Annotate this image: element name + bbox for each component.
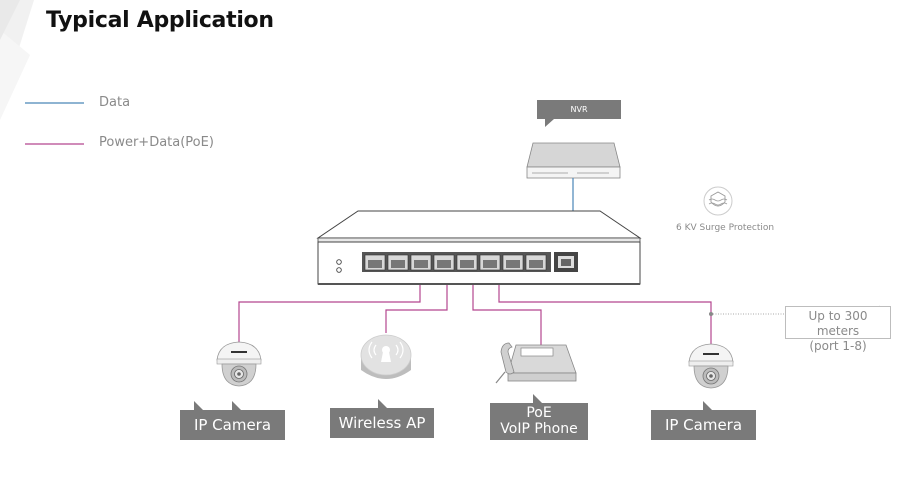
voip-phone-label: PoE VoIP Phone xyxy=(490,394,588,440)
nvr-device xyxy=(526,142,621,179)
poe-link-camera-left xyxy=(238,285,421,343)
ip-camera-right-icon xyxy=(688,343,734,389)
ip-camera-left-text: IP Camera xyxy=(193,416,272,434)
port-socket xyxy=(368,260,382,268)
led-icon xyxy=(336,267,342,273)
legend-poe-label: Power+Data(PoE) xyxy=(99,135,214,150)
wireless-ap-label: Wireless AP xyxy=(330,399,434,438)
distance-note: Up to 300 meters (port 1-8) xyxy=(785,306,891,353)
led-icon xyxy=(336,259,342,265)
poe-link-voip-phone xyxy=(472,285,542,345)
port-socket xyxy=(414,260,428,268)
poe-link-wireless-ap xyxy=(385,285,448,333)
wireless-ap-text: Wireless AP xyxy=(338,414,426,432)
port-socket xyxy=(391,260,405,268)
page-title: Typical Application xyxy=(46,8,274,33)
nvr-label: NVR xyxy=(537,100,621,127)
legend-data-label: Data xyxy=(99,95,131,110)
callout-pointer xyxy=(703,401,712,410)
port-socket xyxy=(437,260,451,268)
ip-camera-right-label: IP Camera xyxy=(651,401,756,440)
port-socket xyxy=(506,260,520,268)
callout-pointer xyxy=(378,399,387,408)
voip-phone-text-line1: PoE xyxy=(526,405,552,421)
ip-camera-right-text: IP Camera xyxy=(664,416,743,434)
port-socket xyxy=(483,260,497,268)
port-socket xyxy=(529,260,543,268)
distance-note-line2: (port 1-8) xyxy=(809,339,867,353)
voip-phone-text-line2: VoIP Phone xyxy=(500,421,578,437)
ip-camera-left-label: IP Camera xyxy=(180,401,285,440)
poe-switch xyxy=(316,210,642,285)
surge-protection-label: 6 KV Surge Protection xyxy=(676,223,775,233)
distance-note-line1: Up to 300 meters xyxy=(808,309,868,338)
poe-link-camera-right xyxy=(498,285,712,345)
shield-wave-icon xyxy=(703,186,733,216)
port-socket xyxy=(460,260,474,268)
callout-pointer xyxy=(533,394,542,403)
ip-camera-left-icon xyxy=(216,341,262,387)
poe-links xyxy=(238,285,712,345)
wireless-ap-icon xyxy=(360,334,412,379)
voip-phone-icon xyxy=(495,342,577,384)
callout-pointer xyxy=(232,401,241,410)
